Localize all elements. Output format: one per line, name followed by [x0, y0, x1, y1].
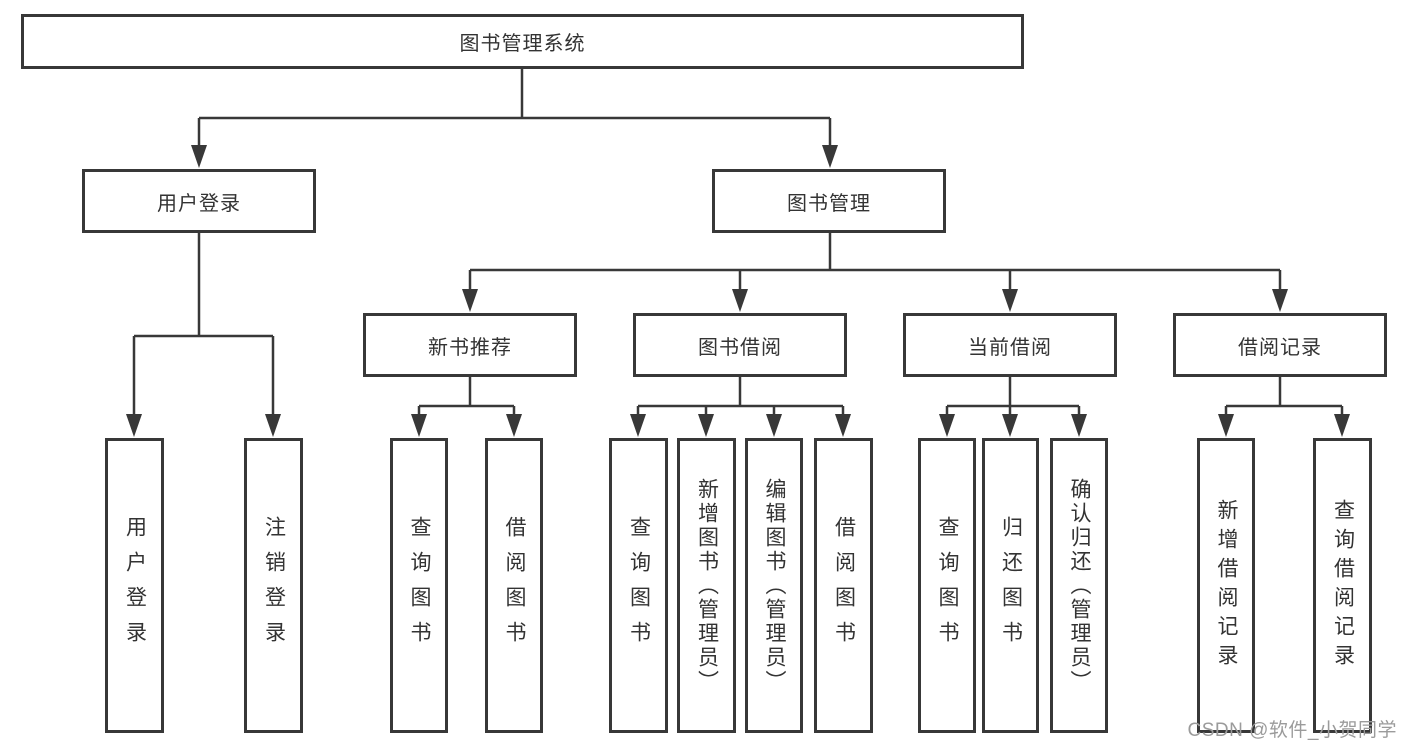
node-label: 当前借阅	[968, 336, 1052, 359]
leaf-edit-books-admin: 编辑图书（管理员）	[745, 438, 803, 733]
node-label: 用户登录	[123, 515, 147, 656]
leaf-confirm-return-admin: 确认归还（管理员）	[1050, 438, 1108, 733]
leaf-borrow-books: 借阅图书	[814, 438, 873, 733]
leaf-add-borrow-record: 新增借阅记录	[1197, 438, 1255, 733]
leaf-query-books-borrow: 查询图书	[609, 438, 668, 733]
node-label: 图书管理	[787, 192, 871, 215]
node-book-management: 图书管理	[712, 169, 946, 233]
node-label: 查询图书	[627, 515, 651, 656]
node-library-management-system: 图书管理系统	[21, 14, 1024, 69]
node-label: 借阅图书	[503, 515, 527, 656]
node-label: 新增借阅记录	[1215, 498, 1239, 673]
leaf-logout: 注销登录	[244, 438, 303, 733]
node-label: 注销登录	[262, 515, 286, 656]
node-label: 查询图书	[936, 515, 960, 656]
node-label: 用户登录	[157, 192, 241, 215]
node-label: 编辑图书（管理员）	[763, 477, 787, 694]
leaf-query-borrow-record: 查询借阅记录	[1313, 438, 1372, 733]
node-label: 新增图书（管理员）	[695, 477, 719, 694]
node-label: 借阅图书	[832, 515, 856, 656]
node-new-book-recommend: 新书推荐	[363, 313, 577, 377]
leaf-query-books-recommend: 查询图书	[390, 438, 448, 733]
csdn-watermark: CSDN @软件_小贺同学	[1187, 720, 1397, 741]
leaf-borrow-books-recommend: 借阅图书	[485, 438, 543, 733]
leaf-user-login: 用户登录	[105, 438, 164, 733]
leaf-return-books: 归还图书	[982, 438, 1039, 733]
leaf-add-books-admin: 新增图书（管理员）	[677, 438, 736, 733]
leaf-query-books-current: 查询图书	[918, 438, 976, 733]
node-user-login: 用户登录	[82, 169, 316, 233]
node-label: 归还图书	[999, 515, 1023, 656]
node-label: 确认归还（管理员）	[1068, 477, 1092, 694]
node-label: 图书借阅	[698, 336, 782, 359]
node-label: 查询图书	[408, 515, 432, 656]
node-current-borrow: 当前借阅	[903, 313, 1117, 377]
node-label: 图书管理系统	[459, 33, 586, 55]
node-borrow-records: 借阅记录	[1173, 313, 1387, 377]
node-label: 查询借阅记录	[1331, 498, 1355, 673]
node-book-borrow: 图书借阅	[633, 313, 847, 377]
node-label: 新书推荐	[428, 336, 512, 359]
node-label: 借阅记录	[1238, 336, 1322, 359]
